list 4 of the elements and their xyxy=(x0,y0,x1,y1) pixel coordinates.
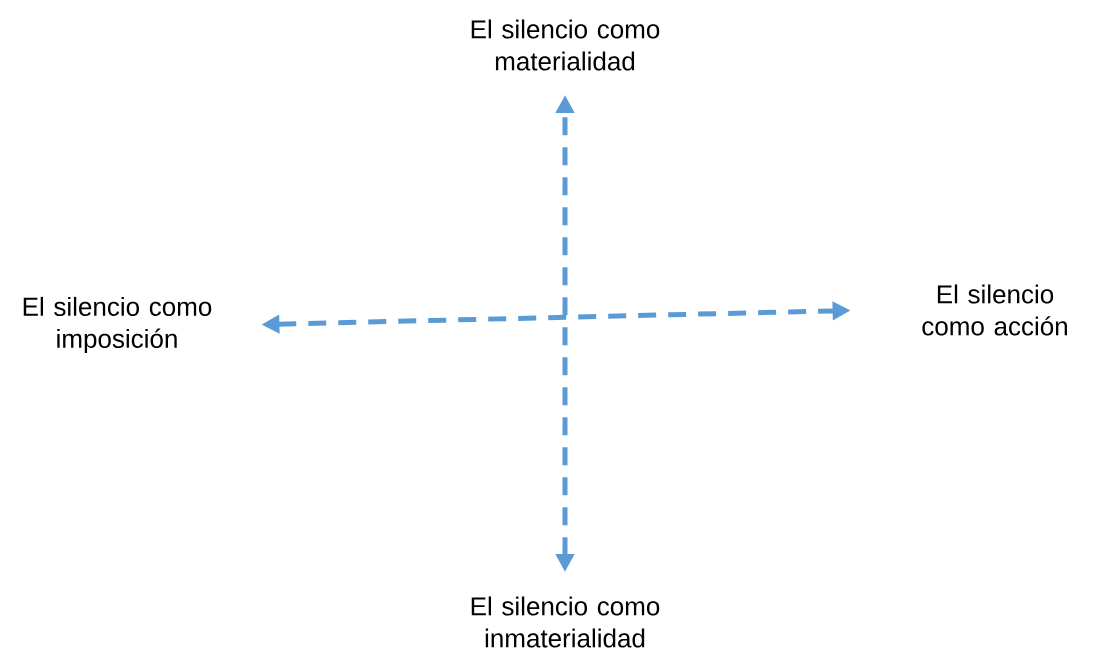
axis-label: El silencio como imposición xyxy=(23,296,212,354)
axis-label: El silencio como inmaterialidad xyxy=(471,596,660,648)
axis-label: El silencio como acción xyxy=(922,284,1067,336)
axis-label: El silencio como materialidad xyxy=(471,19,660,71)
